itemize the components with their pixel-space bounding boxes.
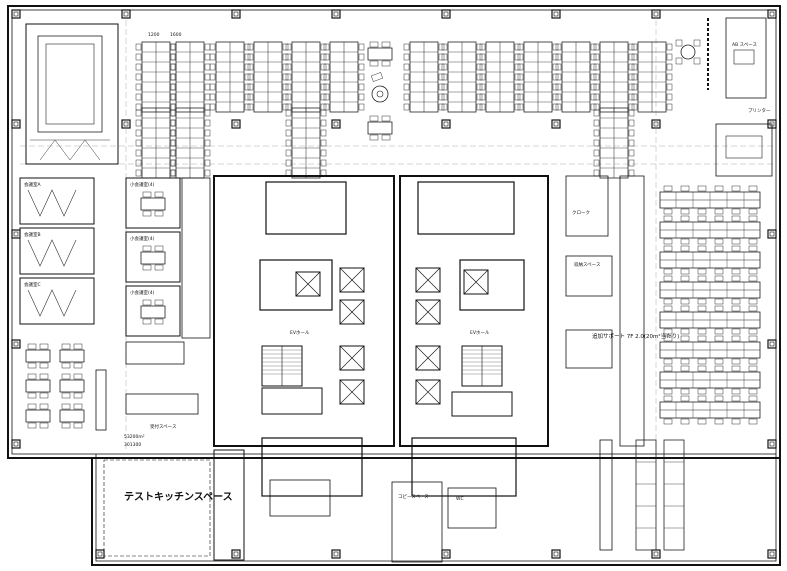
meeting-b-label: 会議室B: [24, 231, 41, 238]
ev-hall-left-label: EVホール: [290, 330, 310, 336]
grid-lines: [20, 20, 776, 450]
breakout-top-right: [675, 17, 773, 177]
desk-area-bottom-right: [599, 439, 685, 551]
storage-right-label: 収納スペース: [574, 261, 601, 268]
meeting-c-label: 会議室C: [24, 281, 41, 288]
desk-area-top: [135, 41, 673, 179]
area-label-2: 301300: [124, 442, 141, 448]
copy-area-label: コピースペース: [398, 494, 429, 500]
conference-room-large: [25, 23, 119, 165]
core-left: [213, 175, 395, 517]
small-meeting-bot-label: 小会議室(4): [130, 289, 155, 296]
small-meeting-top-label: 小会議室(4): [130, 181, 155, 188]
meeting-rooms-left: [19, 177, 95, 325]
overlay-annotation: 追加サポート 7F 2.0(20m²当たり): [592, 332, 679, 340]
dimension-label-2: 1600: [170, 32, 182, 38]
test-kitchen-area: [103, 449, 245, 561]
small-meeting-mid-label: 小会議室(4): [130, 235, 155, 242]
area-label-1: 53200m²: [124, 434, 145, 440]
meeting-a-label: 会議室A: [24, 181, 41, 188]
core-right: [391, 175, 549, 563]
wc-label: WC: [456, 496, 464, 502]
desk-area-right: [565, 175, 761, 447]
outer-walls: [7, 5, 781, 566]
ev-hall-right-label: EVホール: [470, 330, 490, 336]
desk-area-left-lower: [25, 341, 199, 431]
ab-space-label: AB スペース: [732, 42, 758, 48]
cloak-label: クローク: [572, 210, 590, 216]
dimension-label-1: 1200: [148, 32, 160, 38]
test-kitchen-label: テストキッチンスペース: [124, 491, 233, 503]
small-meeting-rooms: [125, 177, 211, 339]
printer-label: プリンター: [748, 107, 771, 114]
reception-label: 受付スペース: [150, 423, 177, 430]
lounge-area: [367, 41, 393, 141]
